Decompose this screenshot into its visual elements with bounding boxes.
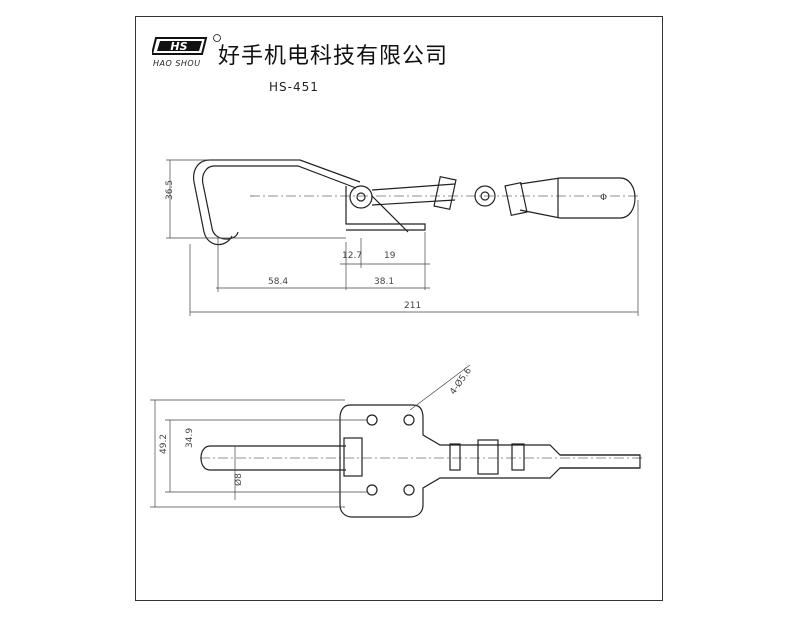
- mount-hole-tr: [403, 414, 415, 426]
- hook-arm: [193, 159, 361, 246]
- dim-height-hook: 36.5: [165, 180, 175, 200]
- handle-top: [560, 454, 640, 469]
- hook-arm-inner: [201, 165, 357, 240]
- base-outline: [339, 404, 641, 518]
- drawing-frame: [135, 16, 663, 601]
- handle: [519, 177, 636, 219]
- pivot-pin: [356, 192, 366, 202]
- hs-logo-mark: HS: [152, 37, 208, 55]
- dim-rod-diameter: Ø8: [233, 473, 244, 486]
- adjust-block: [477, 439, 499, 475]
- clevis: [343, 437, 363, 477]
- dim-hole-spacing: 34.9: [185, 428, 195, 448]
- nut-right-top: [511, 443, 525, 471]
- nut-left-top: [449, 443, 461, 471]
- dim-base-width: 19: [384, 251, 396, 261]
- lever-upper: [371, 183, 456, 191]
- side-view: [193, 159, 640, 246]
- dim-hook-to-pivot: 58.4: [268, 277, 288, 287]
- registered-icon: [213, 34, 221, 42]
- lever-lower: [371, 199, 456, 206]
- dim-overall-length: 211: [404, 301, 421, 311]
- link-arm: [371, 195, 409, 233]
- nut-left: [433, 175, 457, 211]
- top-dimensions: [150, 364, 471, 508]
- logo-subtitle: HAO SHOU: [153, 59, 201, 68]
- base-plate: [345, 186, 426, 231]
- dim-base-length: 49.2: [159, 434, 169, 454]
- dim-base-offset: 12.7: [342, 251, 362, 261]
- dim-mount-holes: 4-Ø5.6: [448, 365, 475, 396]
- company-logo: HS HAO SHOU: [152, 36, 210, 68]
- pivot-boss: [349, 185, 373, 209]
- top-view: [200, 404, 645, 518]
- mount-hole-bl: [366, 484, 378, 496]
- model-number: HS-451: [269, 80, 319, 94]
- mount-hole-br: [403, 484, 415, 496]
- side-dimensions: [166, 159, 639, 316]
- company-name: 好手机电科技有限公司: [218, 44, 449, 69]
- mount-hole-tl: [366, 414, 378, 426]
- logo-text: HS: [170, 40, 187, 53]
- dim-pivot-span: 38.1: [374, 277, 394, 287]
- handle-symbol: Φ: [600, 193, 607, 203]
- nut-right: [504, 181, 528, 217]
